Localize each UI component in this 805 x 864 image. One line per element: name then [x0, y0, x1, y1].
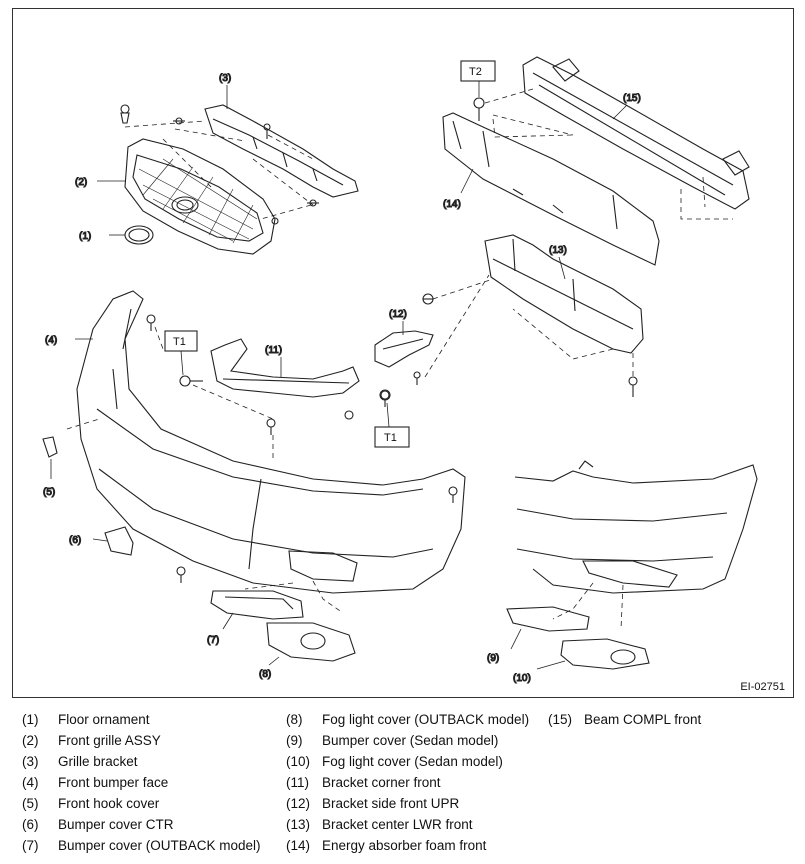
callout-12: (12)	[389, 309, 407, 320]
legend-item: (7)Bumper cover (OUTBACK model)	[22, 838, 261, 853]
legend-item: (1)Floor ornament	[22, 712, 150, 727]
torque-box-t1-right: T1	[374, 402, 410, 448]
bracket-side-front-upr	[374, 330, 434, 368]
leader-lines	[50, 85, 628, 670]
bolt-group-bumper	[146, 314, 458, 583]
beam-compl-front	[522, 56, 750, 210]
bolt-group-center	[344, 293, 638, 420]
callout-13: (13)	[549, 245, 567, 256]
svg-text:T1: T1	[173, 336, 186, 348]
callout-3: (3)	[219, 73, 231, 84]
energy-absorber-foam	[442, 112, 660, 266]
callout-7: (7)	[207, 635, 219, 646]
legend-item: (4)Front bumper face	[22, 775, 169, 790]
legend-item: (13)Bracket center LWR front	[286, 817, 473, 832]
legend-item: (15)Beam COMPL front	[548, 712, 702, 727]
diagram-drawing: (1) (2) (3) (4) (5) (6) (7) (8) (9) (10)…	[42, 56, 758, 685]
legend-item: (6)Bumper cover CTR	[22, 817, 174, 832]
callout-1: (1)	[79, 231, 91, 242]
legend-item: (2)Front grille ASSY	[22, 733, 161, 748]
figure-reference-code: EI-02751	[740, 681, 785, 693]
torque-box-t2: T2	[460, 60, 496, 97]
legend-item: (14)Energy absorber foam front	[286, 838, 487, 853]
callout-14: (14)	[443, 199, 461, 210]
legend-item: (8)Fog light cover (OUTBACK model)	[286, 712, 530, 727]
fog-light-cover-sedan	[560, 638, 650, 670]
callout-9: (9)	[487, 653, 499, 664]
t2-bolt	[473, 97, 485, 121]
callout-4: (4)	[45, 335, 57, 346]
parts-legend: (1)Floor ornament (2)Front grille ASSY (…	[22, 712, 802, 862]
legend-item: (3)Grille bracket	[22, 754, 138, 769]
bumper-cover-ctr	[104, 526, 134, 556]
bolt-group-grille	[120, 104, 319, 225]
torque-box-t1-left: T1	[164, 330, 198, 376]
bumper-cover-outback	[210, 590, 304, 620]
svg-text:T1: T1	[384, 432, 397, 444]
legend-item: (11)Bracket corner front	[286, 775, 441, 790]
t1-bolt-left	[179, 375, 203, 387]
grille-bracket	[204, 104, 359, 198]
legend-item: (10)Fog light cover (Sedan model)	[286, 754, 503, 769]
fog-light-cover-outback	[266, 622, 356, 662]
callout-10: (10)	[513, 673, 531, 684]
callout-2: (2)	[75, 177, 87, 188]
callout-15: (15)	[623, 93, 641, 104]
bracket-center-lwr-front	[484, 234, 644, 354]
legend-item: (9)Bumper cover (Sedan model)	[286, 733, 499, 748]
front-bumper-face	[76, 290, 466, 594]
callout-8: (8)	[259, 669, 271, 680]
front-grille-assy	[124, 138, 276, 255]
legend-item: (12)Bracket side front UPR	[286, 796, 460, 811]
svg-text:T2: T2	[469, 66, 482, 78]
t1-bolt-right	[379, 389, 391, 401]
bracket-corner-front	[210, 338, 360, 398]
fog-light-opening-outback	[288, 550, 358, 582]
bumper-cover-sedan	[506, 606, 590, 632]
floor-ornament	[124, 225, 154, 245]
sedan-bumper-face	[514, 460, 758, 594]
exploded-diagram: (1) (2) (3) (4) (5) (6) (7) (8) (9) (10)…	[12, 8, 794, 698]
callout-6: (6)	[69, 535, 81, 546]
legend-item: (5)Front hook cover	[22, 796, 160, 811]
callout-11: (11)	[265, 345, 282, 356]
callout-5: (5)	[43, 487, 55, 498]
front-hook-cover	[42, 436, 58, 458]
